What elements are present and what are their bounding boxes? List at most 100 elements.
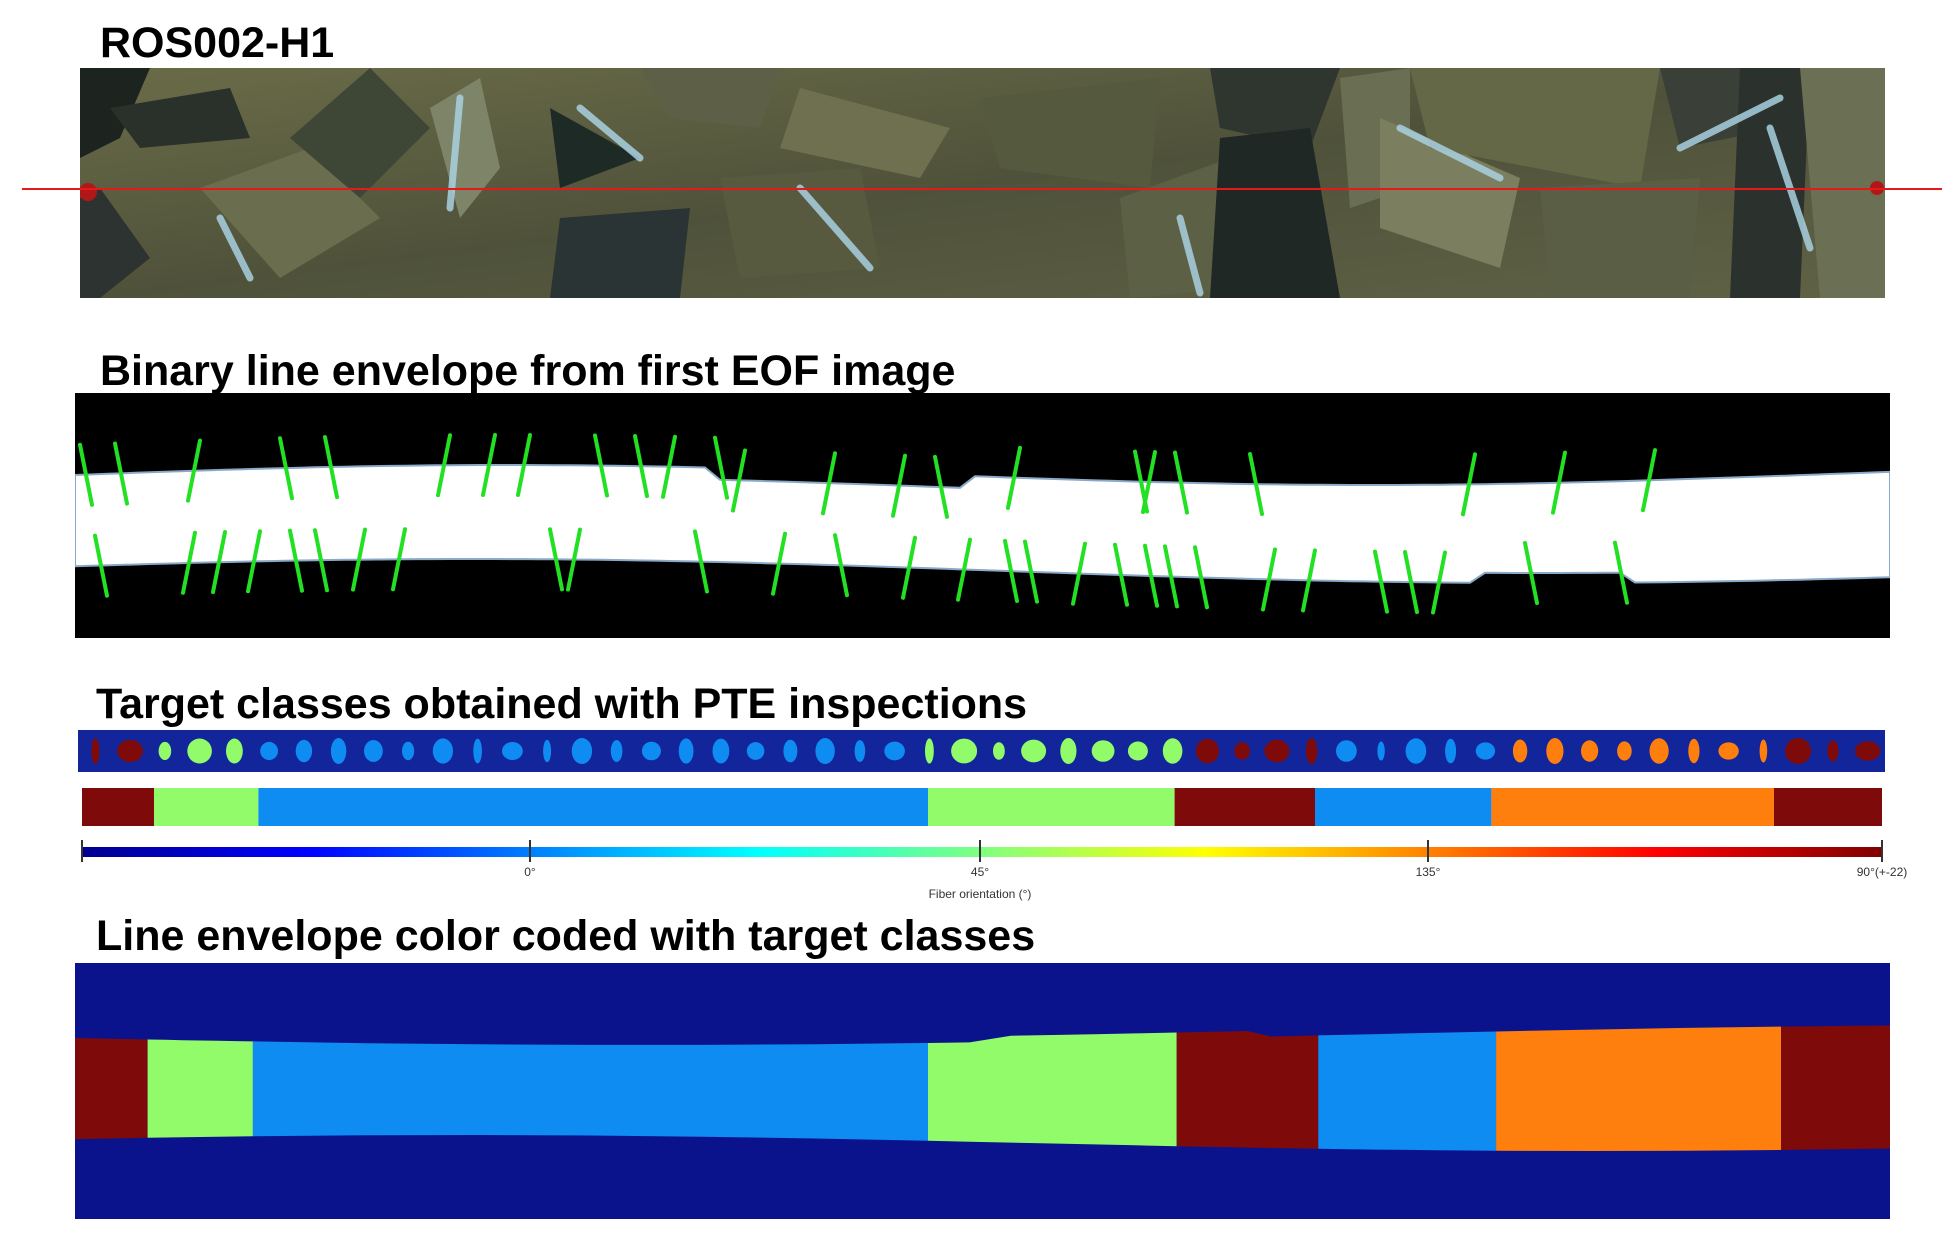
pte-ellipse	[1617, 741, 1632, 761]
orientation-tick	[1431, 550, 1447, 615]
orientation-tick	[1113, 542, 1129, 607]
pte-ellipse	[1264, 739, 1290, 763]
envelope-class-segment	[1318, 1031, 1497, 1151]
orientation-tick	[713, 435, 729, 500]
orientation-tick	[391, 527, 407, 592]
orientation-tick	[1613, 540, 1629, 605]
binary-envelope-title: Binary line envelope from first EOF imag…	[100, 347, 956, 395]
class-segment	[928, 788, 1175, 826]
orientation-ticks	[78, 433, 1657, 615]
pte-ellipse	[364, 740, 383, 762]
pte-ellipse	[543, 739, 552, 763]
pte-ellipse	[1195, 738, 1219, 764]
orientation-tick	[956, 537, 972, 602]
orientation-tick	[78, 442, 94, 507]
orientation-tick	[1551, 450, 1567, 515]
pte-ellipse	[117, 739, 143, 763]
pte-ellipse	[1827, 740, 1839, 762]
orientation-tick	[1141, 450, 1157, 515]
orientation-tick	[891, 453, 907, 518]
pte-ellipse	[432, 738, 453, 764]
pte-ellipse	[1127, 741, 1148, 761]
pte-ellipse	[226, 738, 243, 764]
pte-ellipse	[641, 741, 661, 761]
pte-ellipse	[1546, 738, 1564, 764]
pte-ellipse	[473, 738, 482, 764]
pte-ellipse	[1785, 738, 1812, 764]
orientation-tick	[181, 530, 197, 595]
target-class-bar	[82, 788, 1882, 826]
scan-line-marker	[22, 188, 1942, 190]
class-segment	[258, 788, 928, 826]
specimen-photo	[80, 68, 1885, 298]
pte-ellipse	[295, 739, 313, 763]
orientation-tick	[1006, 445, 1022, 510]
pte-ellipse	[1305, 738, 1318, 764]
orientation-tick	[288, 528, 304, 593]
pte-ellipse	[502, 742, 523, 760]
envelope-class-segment	[1781, 1025, 1890, 1150]
orientation-tick	[93, 533, 109, 598]
color-coded-envelope-title: Line envelope color coded with target cl…	[96, 912, 1036, 960]
pte-ellipse	[402, 741, 415, 761]
pte-ellipse	[1759, 739, 1768, 763]
orientation-tick	[323, 435, 339, 500]
orientation-tick	[1641, 448, 1657, 513]
orientation-tick	[821, 451, 837, 516]
orientation-tick	[1261, 547, 1277, 612]
orientation-tick	[566, 527, 582, 592]
pte-ellipse	[1512, 739, 1528, 763]
class-segment	[82, 788, 154, 826]
orientation-tick	[771, 531, 787, 596]
orientation-tick	[313, 528, 329, 593]
orientation-tick	[1173, 450, 1189, 515]
orientation-tick	[278, 436, 294, 501]
pte-ellipse	[1475, 742, 1496, 760]
orientation-tick	[1248, 452, 1264, 517]
pte-ellipse	[1405, 738, 1427, 764]
envelope-class-segment	[252, 1041, 928, 1141]
orientation-tick	[1023, 539, 1039, 604]
target-class-segments	[82, 788, 1882, 826]
pte-ellipse	[610, 740, 623, 762]
orientation-tick	[593, 433, 609, 498]
colorbar-tick-label: 0°	[524, 865, 536, 879]
orientation-tick	[693, 529, 709, 594]
envelope-class-segment	[928, 1032, 1177, 1147]
envelope-class-segment	[1496, 1026, 1782, 1151]
pte-ellipse	[783, 739, 798, 763]
orientation-tick	[211, 530, 227, 595]
binary-line-envelope	[75, 393, 1890, 638]
envelope-class-segment	[75, 1038, 148, 1140]
pte-ellipse	[925, 738, 934, 764]
envelope-band	[75, 464, 1890, 584]
colorbar-tick-label: 135°	[1416, 865, 1441, 879]
pte-ellipse	[91, 738, 100, 764]
colorbar-drawing: 0° 45° 135° 90°(+-22) Fiber orientation …	[81, 840, 1907, 901]
pte-ellipse	[1688, 738, 1700, 764]
pte-ellipse	[815, 738, 835, 764]
orientation-tick	[833, 533, 849, 598]
specimen-photo-drawing	[80, 68, 1885, 298]
colorbar-tick-label: 45°	[971, 865, 989, 879]
envelope-class-segment	[1176, 1031, 1319, 1149]
orientation-tick	[901, 535, 917, 600]
pte-ellipse	[1649, 738, 1669, 764]
envelope-class-segment	[147, 1039, 253, 1138]
orientation-tick	[186, 438, 202, 503]
class-segment	[1774, 788, 1882, 826]
pte-ellipse	[1234, 742, 1250, 760]
orientation-tick	[1373, 549, 1389, 614]
pte-ellipse	[1445, 738, 1457, 764]
pte-ellipse	[571, 738, 593, 764]
fiber-orientation-colorbar: 0° 45° 135° 90°(+-22) Fiber orientation …	[70, 840, 1920, 910]
pte-ellipse	[884, 741, 905, 761]
pte-ellipse	[951, 738, 978, 764]
pte-ellipse	[158, 741, 172, 761]
specimen-title: ROS002-H1	[100, 19, 335, 67]
orientation-tick	[731, 448, 747, 513]
pte-inspection-strip	[78, 730, 1885, 772]
orientation-tick	[1301, 548, 1317, 613]
class-segment	[154, 788, 259, 826]
orientation-tick	[1003, 538, 1019, 603]
